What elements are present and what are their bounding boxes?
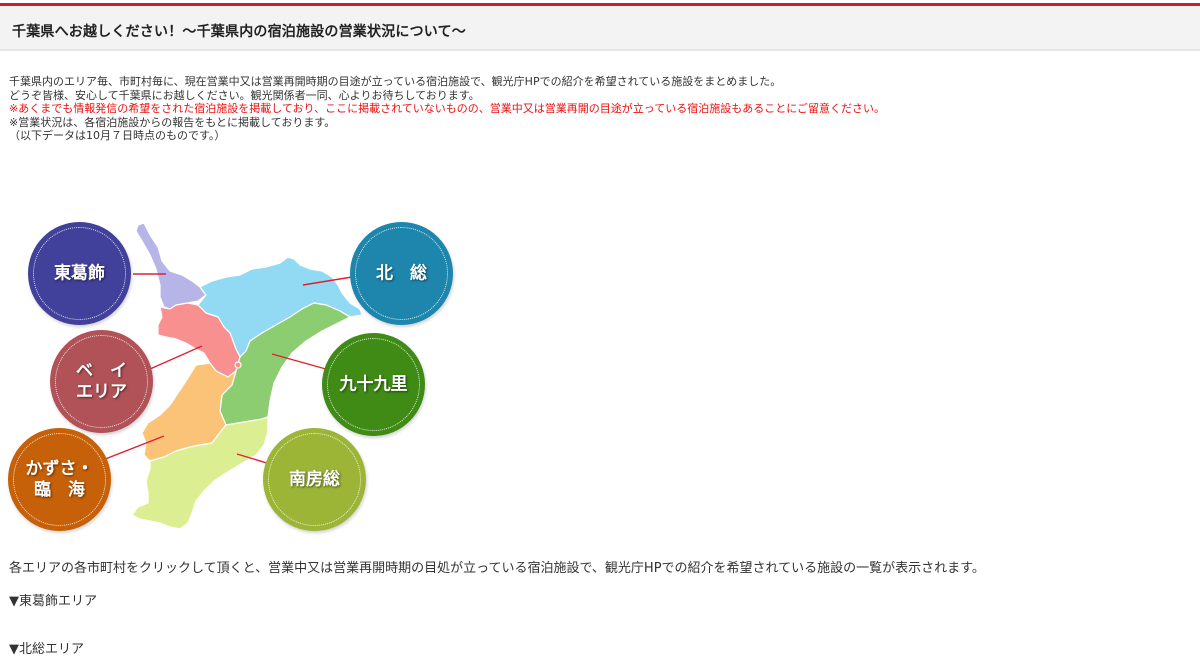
connector-line xyxy=(149,345,203,370)
area-label: 北 総 xyxy=(376,263,427,283)
area-button-bay[interactable]: ベ イ エリア xyxy=(50,330,153,433)
section-heading-higashikatsushika[interactable]: ▼東葛飾エリア xyxy=(9,594,97,609)
area-button-kujukuri[interactable]: 九十九里 xyxy=(322,333,425,436)
region-higashikatsushika[interactable] xyxy=(135,222,207,310)
area-label: 東葛飾 xyxy=(54,263,105,283)
area-button-hokuso[interactable]: 北 総 xyxy=(350,222,453,325)
area-button-kazusa[interactable]: かずさ・ 臨 海 xyxy=(8,428,111,531)
region-minamiboso[interactable] xyxy=(131,416,269,530)
intro-date-note: （以下データは10月７日時点のものです。） xyxy=(9,129,226,143)
dotted-ring xyxy=(55,335,148,428)
area-button-minamiboso[interactable]: 南房総 xyxy=(263,428,366,531)
connector-line xyxy=(271,353,334,372)
page-title: 千葉県へお越しください！～千葉県内の宿泊施設の営業状況について～ xyxy=(12,24,466,40)
page-header: 千葉県へお越しください！～千葉県内の宿泊施設の営業状況について～ xyxy=(0,3,1200,51)
area-label: 九十九里 xyxy=(339,374,408,394)
dotted-ring xyxy=(327,338,420,431)
chiba-area-map: 東葛飾 北 総 ベ イ エリア 九十九里 かずさ・ 臨 海 南房総 xyxy=(0,205,470,545)
area-button-higashikatsushika[interactable]: 東葛飾 xyxy=(28,222,131,325)
area-label: 南房総 xyxy=(289,469,340,489)
dotted-ring xyxy=(13,433,106,526)
connector-line xyxy=(302,276,353,286)
area-label: ベ イ エリア xyxy=(76,360,127,402)
intro-warning-line: ※あくまでも情報発信の希望をされた宿泊施設を掲載しており、ここに掲載されていない… xyxy=(9,102,886,116)
section-heading-hokuso[interactable]: ▼北総エリア xyxy=(9,642,84,657)
dotted-ring xyxy=(355,227,448,320)
dotted-ring xyxy=(33,227,126,320)
dotted-ring xyxy=(268,433,361,526)
intro-line: どうぞ皆様、安心して千葉県にお越しください。観光関係者一同、心よりお待ちしており… xyxy=(9,88,480,102)
intro-text: 千葉県内のエリア毎、市町村毎に、現在営業中又は営業再開時期の目途が立っている宿泊… xyxy=(9,75,1189,143)
chiba-map-illustration xyxy=(94,222,363,530)
intro-line: 千葉県内のエリア毎、市町村毎に、現在営業中又は営業再開時期の目途が立っている宿泊… xyxy=(9,75,782,88)
instructions-text: 各エリアの各市町村をクリックして頂くと、営業中又は営業再開時期の目処が立っている… xyxy=(9,561,985,576)
area-label: かずさ・ 臨 海 xyxy=(25,458,94,500)
intro-line: ※営業状況は、各宿泊施設からの報告をもとに掲載しております。 xyxy=(9,115,336,129)
